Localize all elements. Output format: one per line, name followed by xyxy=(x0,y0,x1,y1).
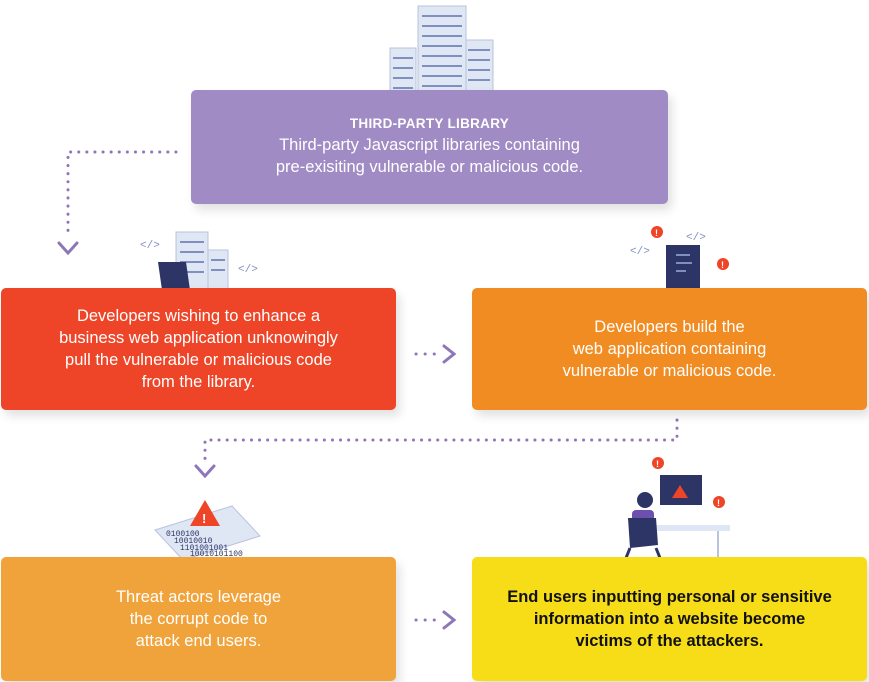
step-end-users-victims-box: End users inputting personal or sensitiv… xyxy=(472,557,867,681)
box-line: Third-party Javascript libraries contain… xyxy=(279,136,580,154)
step-threat-actors-box: Threat actors leverage the corrupt code … xyxy=(1,557,396,681)
arrow-right-icon xyxy=(442,344,457,364)
binary-line: 10010010 xyxy=(174,537,213,546)
arrow-down-icon xyxy=(194,464,216,479)
step-developers-build-app-box: Developers build the web application con… xyxy=(472,288,867,410)
box-line: Threat actors leverage xyxy=(115,588,282,606)
svg-text:!: ! xyxy=(717,498,720,508)
code-tag-icon: </> xyxy=(630,246,650,258)
box-line: information into a website become xyxy=(533,610,806,628)
box-line: Developers build the xyxy=(594,318,745,336)
code-tag-icon: </> xyxy=(238,264,258,276)
arrow-right-icon xyxy=(442,610,457,630)
box-line: from the library. xyxy=(141,373,256,391)
third-party-library-box: THIRD-PARTY LIBRARY Third-party Javascri… xyxy=(191,90,668,204)
box-line: pre-exisiting vulnerable or malicious co… xyxy=(275,158,584,176)
box-line: attack end users. xyxy=(135,632,262,650)
svg-text:!: ! xyxy=(721,260,724,270)
alert-icon xyxy=(651,226,663,238)
alert-icon xyxy=(713,496,725,508)
box-line: business web application unknowingly xyxy=(59,329,338,347)
binary-warning-icon: 0100100 10010010 1101001001 10010101100 … xyxy=(154,500,261,561)
code-tag-icon: </> xyxy=(140,240,160,252)
svg-text:!: ! xyxy=(656,459,659,469)
alert-icon xyxy=(652,457,664,469)
connector-step2-to-step3 xyxy=(203,418,679,462)
box-line: the corrupt code to xyxy=(129,610,268,628)
box-line: web application containing xyxy=(572,340,767,358)
laptop-server-icon: </> </> xyxy=(140,231,258,296)
box-line: pull the vulnerable or malicious code xyxy=(65,351,332,369)
alert-icon xyxy=(717,258,729,270)
connector-top-to-step1 xyxy=(66,150,178,238)
svg-text:!: ! xyxy=(202,511,206,526)
code-tag-icon: </> xyxy=(686,232,706,244)
box-heading: THIRD-PARTY LIBRARY xyxy=(349,116,510,131)
binary-line: 0100100 xyxy=(166,530,200,539)
box-line: End users inputting personal or sensitiv… xyxy=(507,588,832,606)
arrow-down-icon xyxy=(57,241,79,256)
box-line: vulnerable or malicious code. xyxy=(562,362,777,380)
step-developers-pull-code-box: Developers wishing to enhance a business… xyxy=(1,288,396,410)
binary-line: 10010101100 xyxy=(190,550,243,559)
box-line: victims of the attackers. xyxy=(575,632,764,650)
svg-text:!: ! xyxy=(655,228,658,238)
binary-line: 1101001001 xyxy=(180,544,228,553)
box-line: Developers wishing to enhance a xyxy=(76,307,321,325)
